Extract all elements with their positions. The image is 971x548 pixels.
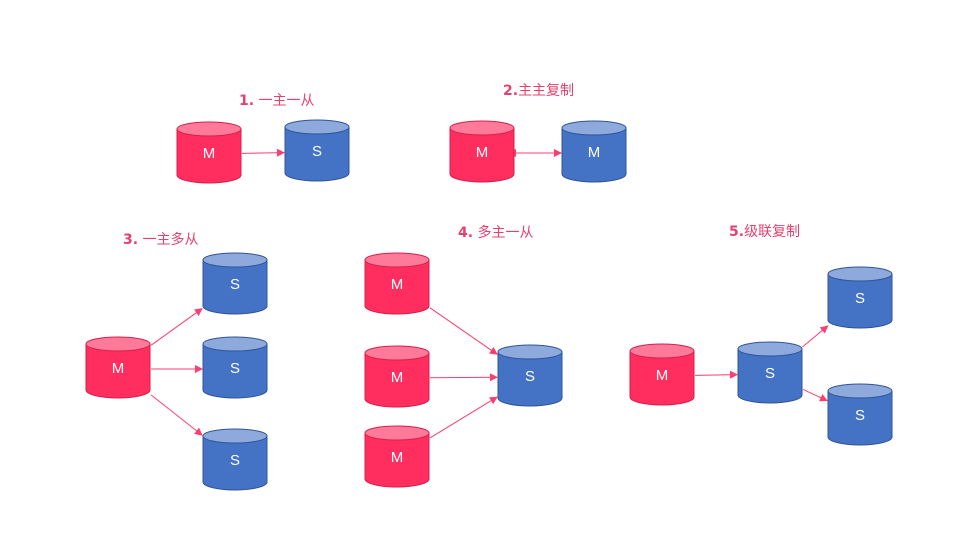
slave-database-node: S — [202, 252, 268, 315]
node-label: S — [854, 290, 865, 307]
node-label: M — [202, 145, 216, 162]
database-cylinder-icon — [202, 336, 268, 399]
node-label: M — [390, 369, 404, 386]
master-database-node: M — [364, 252, 430, 315]
diagram-caption: 多主一从 — [473, 225, 534, 241]
diagram-title-d3: 3. 一主多从 — [123, 229, 199, 249]
slave-database-node: S — [202, 336, 268, 399]
node-label: M — [475, 144, 489, 161]
node-label: S — [524, 368, 535, 385]
database-cylinder-icon — [364, 345, 430, 408]
node-label: S — [764, 365, 775, 382]
node-label: M — [587, 144, 601, 161]
replication-arrow — [429, 307, 498, 355]
database-cylinder-icon — [561, 120, 627, 183]
slave-database-node: S — [284, 119, 350, 182]
database-cylinder-icon — [827, 266, 893, 329]
database-cylinder-icon — [202, 428, 268, 491]
database-cylinder-icon — [827, 383, 893, 446]
slave-database-node: S — [497, 344, 563, 407]
diagram-caption: 一主一从 — [254, 93, 315, 109]
database-cylinder-icon — [497, 344, 563, 407]
database-cylinder-icon — [364, 425, 430, 488]
slave-database-node: S — [202, 428, 268, 491]
node-label: M — [655, 367, 669, 384]
database-cylinder-icon — [176, 121, 242, 184]
master-database-node: M — [85, 336, 151, 399]
replication-arrow — [802, 325, 829, 348]
node-label: S — [854, 407, 865, 424]
diagram-caption: 主主复制 — [518, 83, 575, 99]
diagram-number: 2. — [503, 83, 519, 99]
replication-arrow — [694, 370, 738, 379]
node-label: M — [111, 360, 125, 377]
database-cylinder-icon — [449, 120, 515, 183]
node-label: M — [390, 276, 404, 293]
slave-database-node: M — [561, 120, 627, 183]
database-cylinder-icon — [202, 252, 268, 315]
diagram-number: 1. — [239, 93, 255, 109]
database-cylinder-icon — [629, 343, 695, 406]
replication-arrow — [429, 373, 498, 382]
master-database-node: M — [176, 121, 242, 184]
diagram-number: 5. — [729, 224, 745, 240]
master-database-node: M — [364, 425, 430, 488]
master-database-node: M — [449, 120, 515, 183]
diagram-number: 3. — [123, 232, 139, 248]
slave-database-node: S — [827, 383, 893, 446]
diagram-number: 4. — [458, 225, 474, 241]
node-label: S — [229, 452, 240, 469]
master-database-node: M — [364, 345, 430, 408]
node-label: M — [390, 449, 404, 466]
replication-arrow — [150, 394, 203, 436]
diagram-title-d4: 4. 多主一从 — [458, 222, 534, 242]
replication-arrow — [802, 388, 828, 402]
master-database-node: M — [629, 343, 695, 406]
database-cylinder-icon — [364, 252, 430, 315]
database-cylinder-icon — [85, 336, 151, 399]
node-label: S — [311, 143, 322, 160]
node-label: S — [229, 276, 240, 293]
diagram-title-d1: 1. 一主一从 — [239, 90, 315, 110]
replication-arrow — [241, 148, 285, 157]
replication-arrow — [429, 396, 498, 439]
database-cylinder-icon — [737, 341, 803, 404]
diagram-title-d5: 5.级联复制 — [729, 221, 800, 241]
node-label: S — [229, 360, 240, 377]
diagram-caption: 级联复制 — [744, 224, 801, 240]
slave-database-node: S — [827, 266, 893, 329]
replication-arrow — [150, 308, 203, 346]
slave-database-node: S — [737, 341, 803, 404]
diagram-title-d2: 2.主主复制 — [503, 80, 574, 100]
database-cylinder-icon — [284, 119, 350, 182]
diagram-caption: 一主多从 — [138, 232, 199, 248]
